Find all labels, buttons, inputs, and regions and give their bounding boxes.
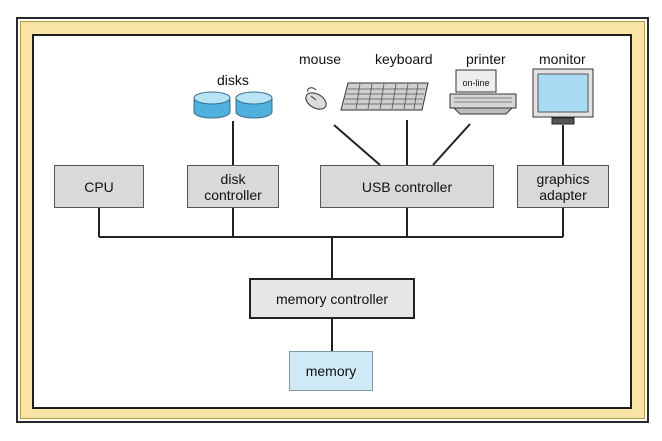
graphics-adapter-box: graphics adapter — [517, 165, 609, 208]
keyboard-label: keyboard — [375, 51, 433, 67]
diagram-panel — [32, 34, 632, 409]
memory-controller-box: memory controller — [249, 278, 415, 319]
monitor-label: monitor — [539, 51, 586, 67]
printer-link — [432, 123, 471, 166]
keyboard-icon — [340, 82, 429, 111]
mouse-link — [333, 124, 381, 166]
mouse-label: mouse — [299, 51, 342, 67]
monitor-icon — [532, 68, 594, 125]
printer-icon: on-line — [446, 68, 520, 118]
usb-controller-box: USB controller — [320, 165, 494, 208]
mouse-icon — [305, 87, 327, 110]
memory-box: memory — [289, 351, 373, 391]
disks-label: disks — [217, 72, 249, 88]
disk-controller-box: disk controller — [187, 165, 279, 208]
printer-status-label: on-line — [462, 78, 490, 88]
disks-icon — [193, 91, 273, 119]
cpu-box: CPU — [54, 165, 144, 208]
printer-label: printer — [466, 51, 506, 67]
